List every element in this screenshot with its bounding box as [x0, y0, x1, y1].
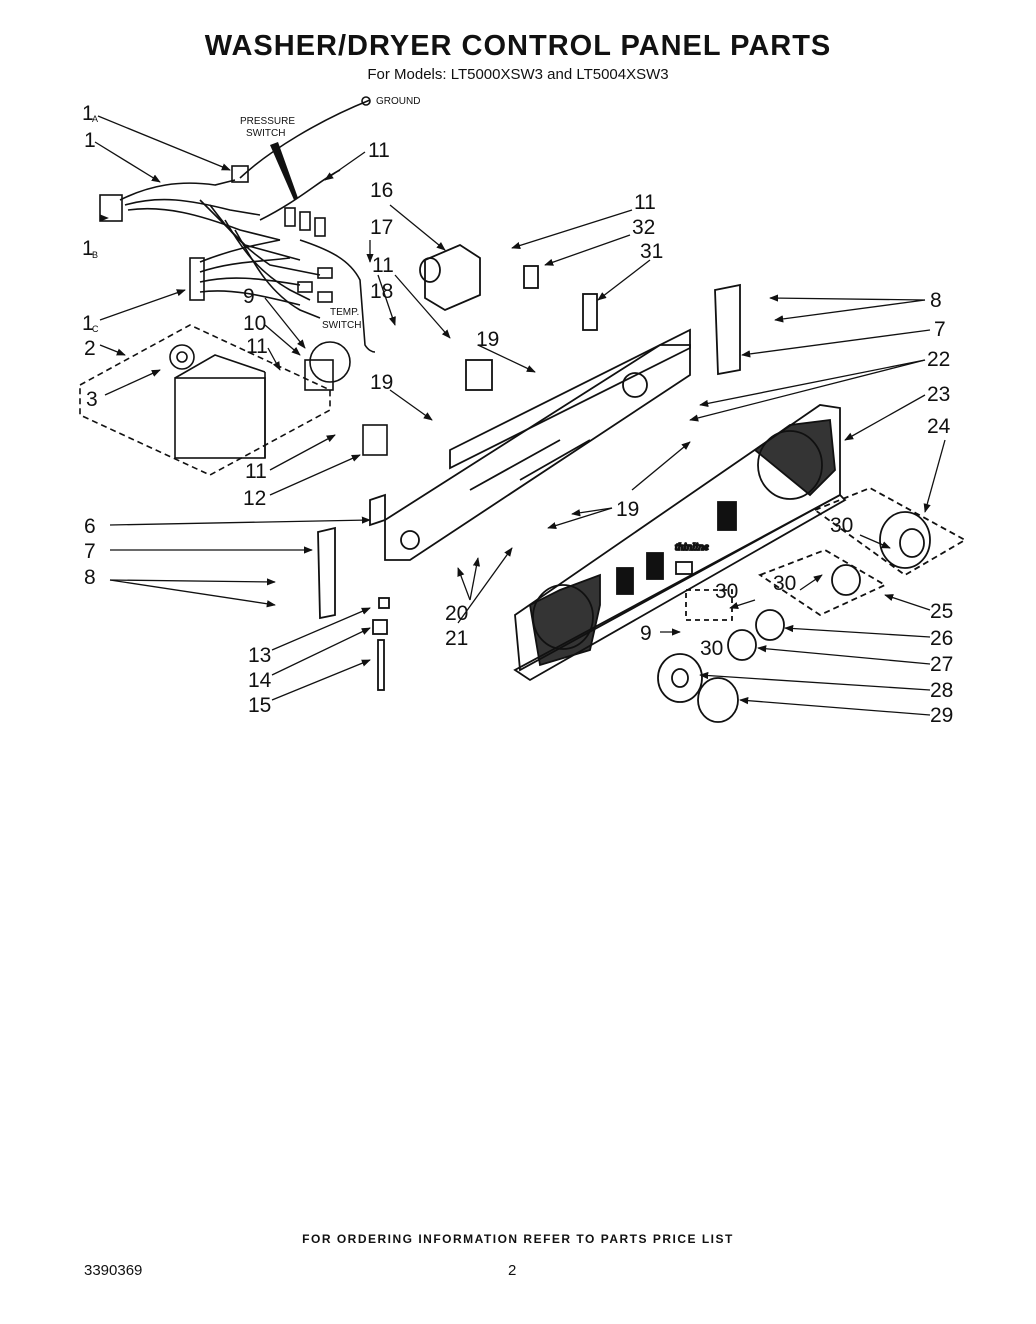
pressure-switch-caption-2: SWITCH [246, 128, 285, 139]
callout-9-upper: 9 [243, 285, 255, 308]
callout-3: 3 [86, 388, 98, 411]
callout-30-c: 30 [715, 580, 738, 603]
callout-7-left: 7 [84, 540, 96, 563]
temp-switch-part [304, 341, 388, 456]
callout-22: 22 [927, 348, 950, 371]
callout-11-a: 11 [246, 335, 268, 358]
ground-caption: GROUND [376, 96, 420, 107]
callout-11-e: 11 [634, 191, 656, 214]
callout-1b: 1 [82, 237, 94, 260]
pressure-switch-caption-1: PRESSURE [240, 116, 295, 127]
fabric-switch-16 [419, 243, 598, 391]
callout-9-lower: 9 [640, 622, 652, 645]
callout-27: 27 [930, 653, 953, 676]
callout-11-b: 11 [368, 139, 390, 162]
callout-8-right: 8 [930, 289, 942, 312]
callout-19-b: 19 [370, 371, 393, 394]
callout-1b-sub: B [92, 250, 98, 260]
callout-32: 32 [632, 216, 655, 239]
callout-16: 16 [370, 179, 393, 202]
callout-28: 28 [930, 679, 953, 702]
leader-lines [94, 115, 946, 716]
end-brackets [317, 283, 741, 691]
pressure-switch-pointer [270, 142, 298, 200]
callout-6: 6 [84, 515, 96, 538]
callout-20: 20 [445, 602, 468, 625]
control-panel: thinline [513, 404, 847, 682]
callout-8-left: 8 [84, 566, 96, 589]
brand-logo-text: thinline [675, 541, 709, 553]
page-title: WASHER/DRYER CONTROL PANEL PARTS [204, 30, 832, 62]
callout-1a: 1 [82, 102, 94, 125]
temp-switch-caption-2: SWITCH [322, 320, 361, 331]
callout-12: 12 [243, 487, 266, 510]
callout-11-d: 11 [245, 460, 267, 483]
callout-1c-sub: C [92, 324, 99, 334]
callout-1a-sub: A [92, 114, 98, 124]
callout-10: 10 [243, 312, 266, 335]
callout-30-b: 30 [773, 572, 796, 595]
temp-switch-caption-1: TEMP. [330, 307, 359, 318]
callout-19-a: 19 [476, 328, 499, 351]
callout-31: 31 [640, 240, 663, 263]
callout-29: 29 [930, 704, 953, 727]
callout-21: 21 [445, 627, 468, 650]
callout-25: 25 [930, 600, 953, 623]
callout-30-d: 30 [700, 637, 723, 660]
callout-24: 24 [927, 415, 951, 438]
document-number: 3390369 [84, 1262, 143, 1279]
callout-30-a: 30 [830, 514, 853, 537]
callout-26: 26 [930, 627, 953, 650]
models-subtitle: For Models: LT5000XSW3 and LT5004XSW3 [367, 66, 669, 83]
timer-motor-assembly [79, 324, 331, 476]
knobs-26-29 [657, 589, 785, 723]
callout-11-c: 11 [372, 254, 394, 277]
ordering-note: FOR ORDERING INFORMATION REFER TO PARTS … [302, 1232, 734, 1246]
callout-7-right: 7 [934, 318, 946, 341]
callout-1: 1 [84, 129, 96, 152]
page-number: 2 [508, 1262, 517, 1279]
callout-18: 18 [370, 280, 393, 303]
callout-23: 23 [927, 383, 950, 406]
knob-24 [813, 487, 967, 577]
console-bracket [384, 328, 691, 561]
callout-labels: 1 A 1 1 B 1 C 2 3 9 10 11 11 16 17 11 18… [82, 96, 953, 727]
callout-15: 15 [248, 694, 271, 717]
callout-2: 2 [84, 337, 96, 360]
callout-17: 17 [370, 216, 393, 239]
callout-19-c: 19 [616, 498, 639, 521]
callout-13: 13 [248, 644, 271, 667]
knob-25 [758, 549, 887, 617]
callout-14: 14 [248, 669, 272, 692]
callout-1c: 1 [82, 312, 94, 335]
